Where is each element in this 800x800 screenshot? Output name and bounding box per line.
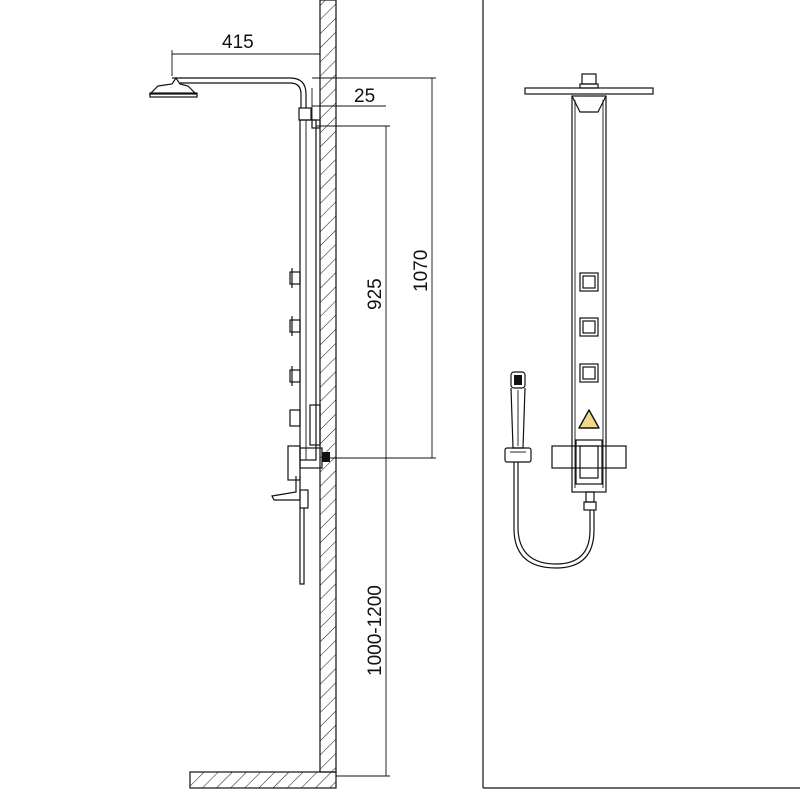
- dimension-label-925: 925: [365, 278, 386, 310]
- panel-column-side: [298, 107, 321, 461]
- side-view: 415 25 925 1070 1000-1200: [148, 0, 436, 789]
- body-jet-side-2: [289, 316, 301, 336]
- hose-outlet: [583, 491, 597, 511]
- front-wall-frame: [482, 0, 800, 789]
- mixer-handle-side: [287, 445, 330, 481]
- hand-shower-holder: [504, 447, 532, 463]
- shower-arm: [180, 77, 307, 108]
- dimension-925: 925: [316, 125, 390, 458]
- body-jet-front-1: [579, 272, 599, 292]
- diverter-icon: [578, 409, 600, 429]
- diverter-knob-side: [289, 409, 301, 427]
- dimension-label-1000-1200: 1000-1200: [365, 585, 386, 676]
- floor-section: [189, 771, 337, 789]
- dimension-415: 415: [171, 32, 320, 76]
- dimension-label-1070: 1070: [411, 250, 432, 292]
- dimension-1070: 1070: [312, 77, 436, 458]
- body-jet-front-2: [579, 317, 599, 337]
- body-jet-side-1: [289, 268, 301, 288]
- hand-shower: [510, 371, 526, 449]
- mixer-handle-front: [551, 439, 627, 485]
- dimension-label-415: 415: [222, 32, 254, 53]
- front-view: [482, 0, 800, 789]
- body-jet-front-3: [579, 363, 599, 383]
- tub-spout-side: [271, 476, 309, 585]
- dimension-25: 25: [311, 86, 386, 124]
- wall-section: [319, 0, 337, 773]
- body-jet-side-3: [289, 366, 301, 386]
- shower-head-front: [524, 73, 654, 95]
- panel-column-front: [571, 95, 607, 493]
- shower-head-side: [148, 76, 198, 98]
- shower-hose: [513, 462, 595, 569]
- dimension-label-25: 25: [354, 86, 375, 107]
- dimension-1000-1200: 1000-1200: [336, 458, 390, 777]
